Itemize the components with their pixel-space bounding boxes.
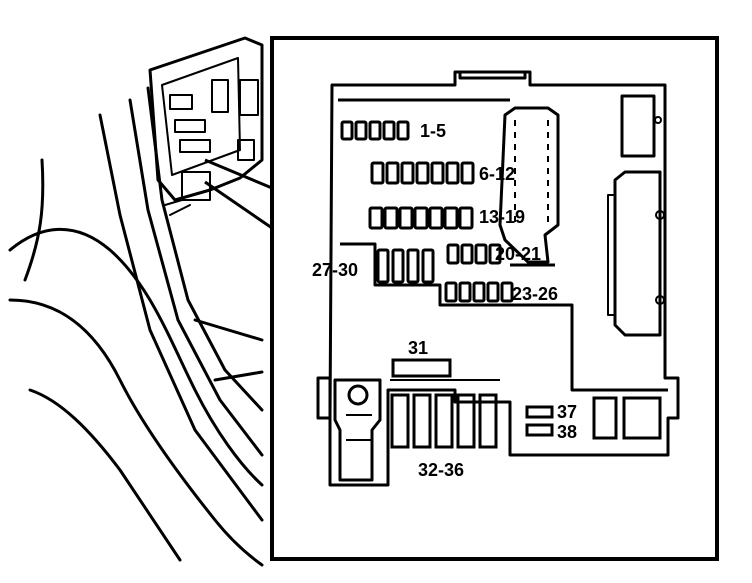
- fuses-27-30-fuse: [406, 248, 420, 284]
- zoom-pointer: [204, 158, 273, 230]
- label-32-36: 32-36: [418, 460, 464, 480]
- fuses-13-19-fuse: [443, 206, 459, 230]
- fuses-1-5-fuse: [368, 120, 382, 141]
- dashboard-lower: [8, 298, 264, 567]
- fuses-6-12-fuse: [370, 161, 385, 185]
- label-37: 37: [557, 402, 577, 422]
- pillar-line-2: [128, 98, 264, 457]
- fuses-27-30-fuse: [421, 248, 435, 284]
- fuse-36: [478, 393, 498, 449]
- fuses-13-19-fuse: [398, 206, 414, 230]
- fuses-32-36: [390, 393, 498, 449]
- fuses-20-21-fuse: [474, 243, 488, 265]
- main-fuse-holder: [333, 378, 382, 482]
- fuses-27-30-fuse: [376, 248, 390, 284]
- zoom-frame: [270, 36, 719, 561]
- holder-lines: [346, 414, 372, 441]
- fuses-20-21-fuse: [460, 243, 474, 265]
- connector-middle-dashes: [514, 120, 549, 225]
- fuses-27-30-fuse: [391, 248, 405, 284]
- fuses-13-19-fuse: [368, 206, 384, 230]
- relay-bottom-2: [622, 396, 662, 440]
- fuses-13-19-fuse: [383, 206, 399, 230]
- fuse-rows: [340, 120, 514, 303]
- label-31: 31: [408, 338, 428, 358]
- relay-small-dot: [654, 116, 662, 124]
- relay-bottom-1: [592, 396, 618, 440]
- fuse-32: [390, 393, 410, 449]
- small-plug-lines: [164, 199, 191, 216]
- fuses-13-19-fuse: [458, 206, 474, 230]
- label-23-26: 23-26: [512, 284, 558, 304]
- left-edge-curve: [23, 158, 45, 282]
- relay-small-top: [620, 94, 656, 158]
- small-relay-6: [237, 139, 255, 161]
- fuses-6-12-fuse: [385, 161, 400, 185]
- dashboard-line-3: [28, 388, 182, 562]
- connector-middle: [498, 106, 560, 264]
- fuses-23-26-fuse: [444, 281, 458, 303]
- fuse-labels: 1-5 6-12 13-19 20-21 27-30 23-26 31 32-3…: [312, 121, 577, 480]
- fuses-1-5-fuse: [396, 120, 410, 141]
- label-20-21: 20-21: [495, 244, 541, 264]
- small-relay-2: [174, 119, 206, 133]
- small-relay-5: [239, 79, 259, 116]
- fuses-1-5-fuse: [382, 120, 396, 141]
- fuses-13-19-fuse: [413, 206, 429, 230]
- dashboard-curve: [8, 227, 264, 487]
- vehicle-sketch: [8, 36, 264, 567]
- fuses-6-12-fuse: [430, 161, 445, 185]
- fuses-6-12-fuse: [445, 161, 460, 185]
- fuses-23-26-fuse: [500, 281, 514, 303]
- fuses-23-26-fuse: [472, 281, 486, 303]
- panel-top-tab: [458, 72, 527, 80]
- fuses-23-26-fuse: [486, 281, 500, 303]
- small-relay-3: [179, 139, 211, 153]
- small-relay-1: [169, 94, 193, 110]
- label-1-5: 1-5: [420, 121, 446, 141]
- label-27-30: 27-30: [312, 260, 358, 280]
- fuses-6-12-fuse: [415, 161, 430, 185]
- fuses-20-21-fuse: [446, 243, 460, 265]
- relay-large-dot-2: [655, 295, 665, 305]
- fuses-1-5-fuse: [354, 120, 368, 141]
- label-38: 38: [557, 422, 577, 442]
- fuse-38: [525, 423, 554, 437]
- relay-large-inner: [607, 194, 616, 316]
- fuses-1-5-fuse: [340, 120, 354, 141]
- floor-line: [193, 318, 264, 342]
- small-fuse-box-inner: [161, 57, 241, 176]
- label-13-19: 13-19: [479, 207, 525, 227]
- panel-outline: [316, 70, 680, 487]
- fuses-6-12-fuse: [460, 161, 475, 185]
- floor-line-2: [213, 370, 264, 382]
- separator-line-1: [340, 242, 668, 392]
- small-relay-4: [211, 79, 229, 113]
- fuse-31: [391, 358, 452, 378]
- fuses-13-19-fuse: [428, 206, 444, 230]
- fuse-34: [434, 393, 454, 449]
- holder-outline: [333, 378, 382, 482]
- small-fuse-box-outline: [148, 36, 264, 202]
- fuse-panel: [316, 70, 680, 487]
- relay-large-dot-1: [655, 210, 665, 220]
- fuses-6-12-fuse: [400, 161, 415, 185]
- fuse-37: [525, 405, 554, 419]
- holder-bolt: [347, 384, 369, 406]
- label-6-12: 6-12: [479, 164, 515, 184]
- fuse-35: [456, 393, 476, 449]
- fuses-20-21-fuse: [488, 243, 502, 265]
- fuse-33: [412, 393, 432, 449]
- relay-large: [613, 170, 662, 337]
- fuses-23-26-fuse: [458, 281, 472, 303]
- pillar-line-1: [98, 113, 264, 522]
